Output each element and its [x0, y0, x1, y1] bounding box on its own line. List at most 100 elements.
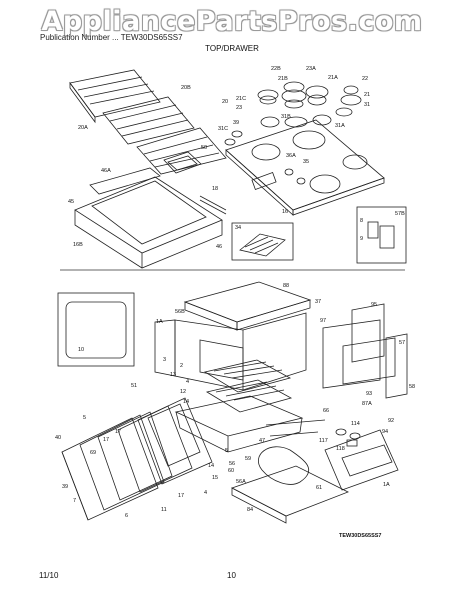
callout-60: 60 — [228, 468, 234, 474]
cooktop-top — [225, 119, 385, 216]
callout-10: 10 — [78, 347, 84, 353]
callout-1a: 1A — [156, 319, 163, 325]
range-top-cover — [183, 281, 312, 331]
callout-97: 97 — [320, 318, 326, 324]
callout-66: 66 — [323, 408, 329, 414]
callout-6: 6 — [125, 513, 128, 519]
callout-21a: 21A — [328, 75, 338, 81]
callout-22b: 22B — [271, 66, 281, 72]
callout-31a: 31A — [335, 123, 345, 129]
callout-46: 46 — [216, 244, 222, 250]
callout-23a: 23A — [306, 66, 316, 72]
callout-16b: 16B — [73, 242, 83, 248]
thermostat-parts — [265, 419, 361, 447]
callout-118: 118 — [336, 446, 345, 452]
simmer-plate — [163, 151, 202, 174]
callout-58: 58 — [409, 384, 415, 390]
side-panel-right — [324, 429, 399, 491]
callout-34: 34 — [235, 225, 241, 231]
oven-cavity — [154, 312, 307, 391]
callout-21: 21 — [364, 92, 370, 98]
callout-36a: 36A — [286, 153, 296, 159]
callout-14: 14 — [183, 399, 189, 405]
callout-17-top: 17 — [115, 429, 121, 435]
callout-labels: 20A 20B 20 22B 21B 23A 21A 22 21C 23 21 … — [55, 66, 415, 519]
callout-50: 50 — [201, 145, 207, 151]
callout-84: 84 — [247, 507, 253, 513]
callout-92: 92 — [388, 418, 394, 424]
callout-117: 117 — [319, 438, 328, 444]
callout-12: 12 — [180, 389, 186, 395]
callout-51: 51 — [131, 383, 137, 389]
callout-20: 20 — [222, 99, 228, 105]
callout-3: 3 — [163, 357, 166, 363]
oven-racks — [203, 359, 293, 413]
page-title: TOP/DRAWER — [205, 44, 259, 53]
model-code: TEW30DS65SS7 — [339, 533, 382, 539]
griddle-accessory — [231, 222, 294, 261]
callout-61: 61 — [316, 485, 322, 491]
callout-1a-bottom: 1A — [383, 482, 390, 488]
control-module — [356, 206, 407, 264]
callout-57: 57 — [399, 340, 405, 346]
callout-95: 95 — [371, 302, 377, 308]
callout-93: 93 — [366, 391, 372, 397]
callout-35: 35 — [303, 159, 309, 165]
callout-5-top: 5 — [83, 415, 86, 421]
callout-88: 88 — [283, 283, 289, 289]
callout-9: 9 — [360, 236, 363, 242]
callout-87a: 87A — [362, 401, 372, 407]
callout-4-bottom: 4 — [204, 490, 207, 496]
callout-15: 15 — [212, 475, 218, 481]
grate-middle — [102, 96, 195, 145]
callout-39: 39 — [233, 120, 239, 126]
callout-57b: 57B — [395, 211, 405, 217]
callout-20b: 20B — [181, 85, 191, 91]
footer-date: 11/10 — [39, 571, 59, 580]
callout-46a: 46A — [101, 168, 111, 174]
oven-door-assembly — [61, 397, 213, 521]
callout-45: 45 — [68, 199, 74, 205]
callout-56: 56 — [229, 461, 235, 467]
callout-59: 59 — [245, 456, 251, 462]
callout-20a: 20A — [78, 125, 88, 131]
callout-14-mid: 14 — [208, 463, 214, 469]
grate-left — [69, 69, 161, 124]
callout-94: 94 — [382, 429, 388, 435]
callout-18: 18 — [212, 186, 218, 192]
callout-4: 4 — [186, 379, 189, 385]
oven-door-window — [57, 292, 135, 367]
callout-13: 13 — [170, 372, 176, 378]
callout-39-bottom: 39 — [62, 484, 68, 490]
bottom-base — [230, 446, 349, 524]
callout-21c: 21C — [236, 96, 246, 102]
callout-17-bottom: 17 — [178, 493, 184, 499]
watermark-text: AppliancePartsPros.com — [41, 6, 423, 37]
grate-right — [136, 127, 227, 175]
callout-21b: 21B — [278, 76, 288, 82]
callout-7: 7 — [73, 498, 76, 504]
callout-31c: 31C — [218, 126, 228, 132]
surface-burners — [224, 81, 362, 185]
callout-17-mid: 17 — [103, 437, 109, 443]
callout-114: 114 — [351, 421, 360, 427]
callout-23: 23 — [236, 105, 242, 111]
callout-31b: 31B — [281, 114, 291, 120]
callout-47: 47 — [259, 438, 265, 444]
callout-56b: 56B — [175, 309, 185, 315]
warmer-pan — [74, 167, 227, 269]
callout-37: 37 — [315, 299, 321, 305]
callout-40-top: 40 — [55, 435, 61, 441]
callout-16: 16 — [282, 209, 288, 215]
callout-8: 8 — [360, 218, 363, 224]
callout-11: 11 — [161, 507, 167, 513]
callout-31: 31 — [364, 102, 370, 108]
footer-page-number: 10 — [227, 571, 236, 580]
callout-22: 22 — [362, 76, 368, 82]
callout-5-mid: 5 — [225, 448, 228, 454]
rear-panels — [322, 303, 408, 399]
callout-2: 2 — [180, 363, 183, 369]
lower-drawer-pan — [174, 395, 304, 453]
callout-56a: 56A — [236, 479, 246, 485]
